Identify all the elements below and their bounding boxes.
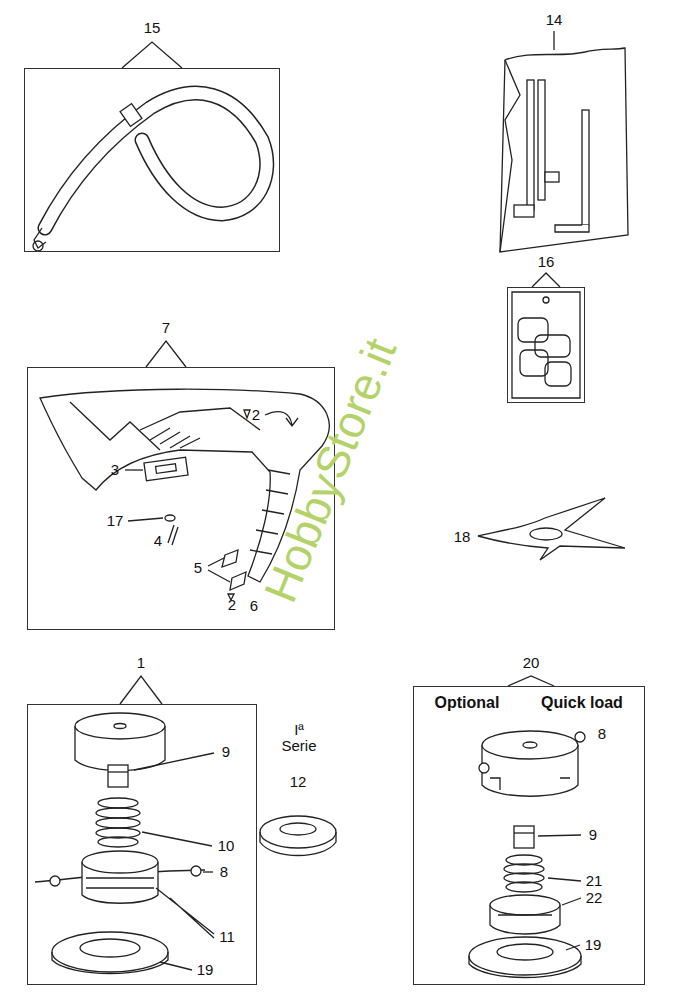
bracket (508, 676, 554, 686)
option-caption: Quick load (541, 694, 623, 712)
leader-line (548, 878, 581, 881)
callout-number: 9 (589, 827, 597, 844)
leader-line (125, 469, 143, 470)
callout-number: 22 (586, 890, 603, 907)
group-number: 16 (538, 254, 555, 271)
bracket (120, 676, 162, 704)
leader-line (156, 888, 214, 938)
callout-number: 9 (222, 744, 230, 761)
bracket (146, 341, 186, 367)
leader-line (203, 871, 213, 872)
spare-parts-bag (512, 292, 580, 398)
group-number: 1 (137, 655, 145, 672)
option-caption: Optional (435, 694, 500, 712)
leader-line (134, 753, 214, 770)
leader-line (142, 832, 212, 846)
callout-number: 12 (290, 774, 307, 791)
group-number: 15 (144, 20, 161, 37)
shoulder-strap (33, 93, 267, 251)
callout-number: 19 (197, 962, 214, 979)
callout-number: 8 (220, 864, 228, 881)
callout-number: 2 (252, 407, 260, 424)
callout-number: 5 (194, 560, 202, 577)
bracket (122, 42, 182, 68)
callout-number: 18 (454, 529, 471, 546)
callout-number: 8 (598, 726, 606, 743)
washer (260, 816, 336, 856)
callout-number: 4 (154, 533, 162, 550)
callout-number: 14 (546, 12, 563, 29)
callout-number: 19 (585, 937, 602, 954)
callout-number: 2 (228, 597, 236, 614)
parts-frame: 15 (24, 68, 280, 252)
parts-frame: 191081119 (27, 704, 257, 985)
series-note: Iª Serie (276, 722, 322, 755)
callout-number: 21 (586, 873, 603, 890)
callout-number: 6 (250, 598, 258, 615)
group-number: 20 (523, 655, 540, 672)
leader-line (538, 835, 581, 836)
group-number: 7 (162, 320, 170, 337)
tool-bag (500, 48, 628, 252)
leader-line (562, 898, 581, 905)
leader-line (566, 945, 580, 950)
cutting-blade (478, 498, 625, 560)
callout-number: 17 (107, 513, 124, 530)
callout-number: 11 (219, 929, 235, 946)
callout-number: 3 (111, 462, 119, 479)
quick-load-head (469, 731, 585, 978)
trimmer-head (35, 713, 205, 974)
bracket (532, 273, 560, 287)
parts-frame: 16 (507, 287, 585, 403)
callout-number: 10 (218, 838, 235, 855)
leader-line (160, 962, 192, 970)
leader-line (128, 518, 163, 521)
leader-line (553, 31, 554, 50)
leader-line (208, 558, 230, 582)
parts-frame: 20OptionalQuick load89212219 (413, 686, 645, 985)
